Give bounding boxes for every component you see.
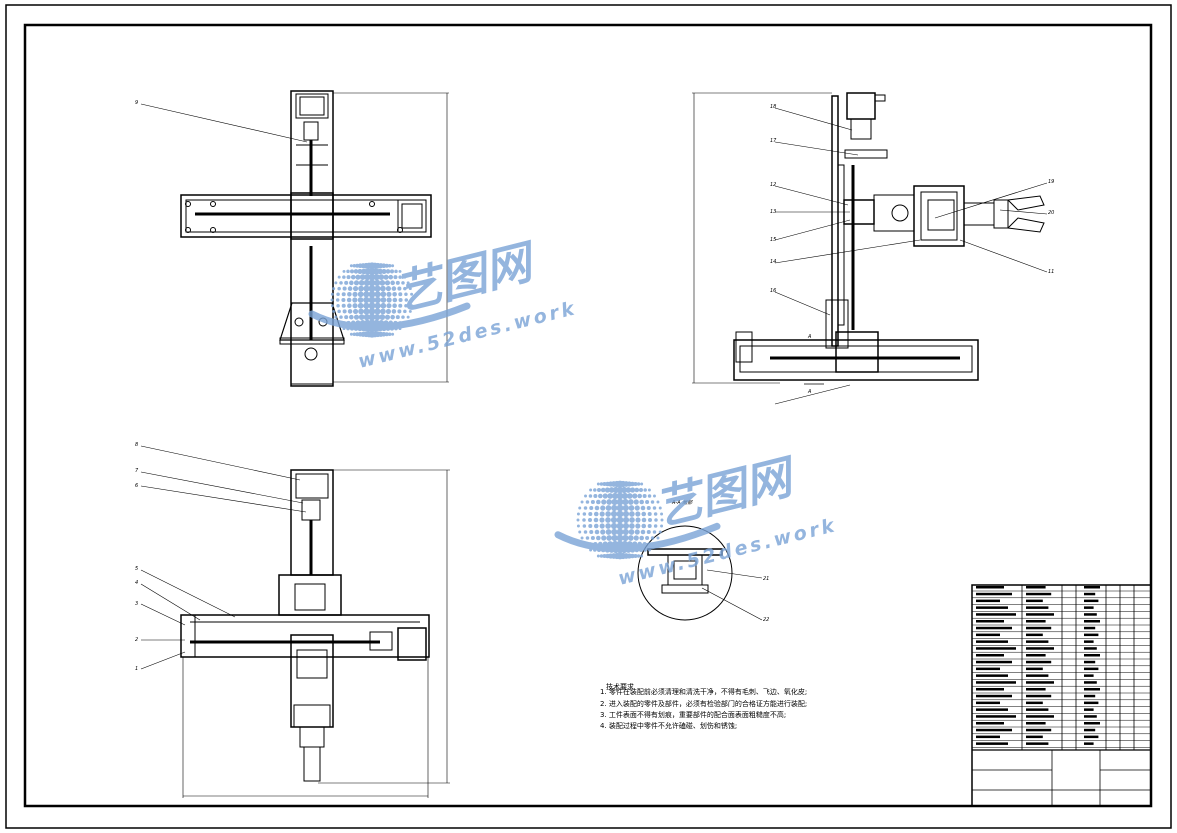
- watermark-brand-2: 艺图网: [650, 448, 803, 535]
- tech-item-1: 1. 零件在装配前必须清理和清洗干净，不得有毛刺、飞边、氧化皮;: [600, 687, 807, 696]
- section-mark-a-top: A: [807, 334, 812, 340]
- callout-side-11: 11: [1048, 269, 1054, 275]
- callout-top-9: 9: [135, 100, 138, 106]
- side-view: [692, 92, 1048, 405]
- inner-frame: [23, 23, 1153, 808]
- callout-side-19: 19: [1048, 179, 1054, 185]
- callout-front-5: 5: [135, 566, 138, 572]
- watermark-bottom: 艺图网 www.52des.work: [554, 448, 839, 590]
- callout-detail-21: 21: [763, 576, 769, 582]
- title-block: [971, 584, 1152, 807]
- callout-side-12: 12: [770, 182, 776, 188]
- callout-side-13: 13: [770, 209, 776, 215]
- tech-item-4: 4. 装配过程中零件不允许磕碰、划伤和锈蚀;: [600, 721, 737, 730]
- tech-item-3: 3. 工件表面不得有划痕，重要部件的配合面表面粗糙度不高;: [600, 710, 786, 719]
- callout-front-1: 1: [135, 666, 138, 672]
- bom-rows: [972, 586, 1151, 748]
- callout-front-6: 6: [135, 483, 138, 489]
- tech-heading: 技术要求: [606, 682, 634, 691]
- watermark-top: 艺图网 www.52des.work: [308, 233, 579, 373]
- callout-side-16: 16: [770, 288, 776, 294]
- callout-front-8: 8: [135, 442, 138, 448]
- callout-front-2: 2: [135, 637, 138, 643]
- globe-dots-icon: [554, 480, 721, 560]
- section-mark-a-bottom: A: [807, 389, 812, 395]
- tech-item-2: 2. 进入装配的零件及部件，必须有检验部门的合格证方能进行装配;: [600, 699, 807, 708]
- callout-side-14: 14: [770, 259, 776, 265]
- callout-front-3: 3: [135, 601, 138, 607]
- top-view: [140, 90, 449, 387]
- globe-dots-icon: [308, 262, 471, 338]
- callout-detail-22: 22: [763, 617, 769, 623]
- callout-side-15: 15: [770, 237, 776, 243]
- callout-side-18: 18: [770, 104, 776, 110]
- front-view: [140, 445, 450, 798]
- callout-front-7: 7: [135, 468, 139, 474]
- outer-frame: [5, 4, 1172, 829]
- callout-side-17: 17: [770, 138, 777, 144]
- detail-label: A-A 局部: [671, 499, 693, 506]
- detail-view: [637, 525, 763, 621]
- callout-front-4: 4: [135, 580, 138, 586]
- callout-side-20: 20: [1048, 210, 1054, 216]
